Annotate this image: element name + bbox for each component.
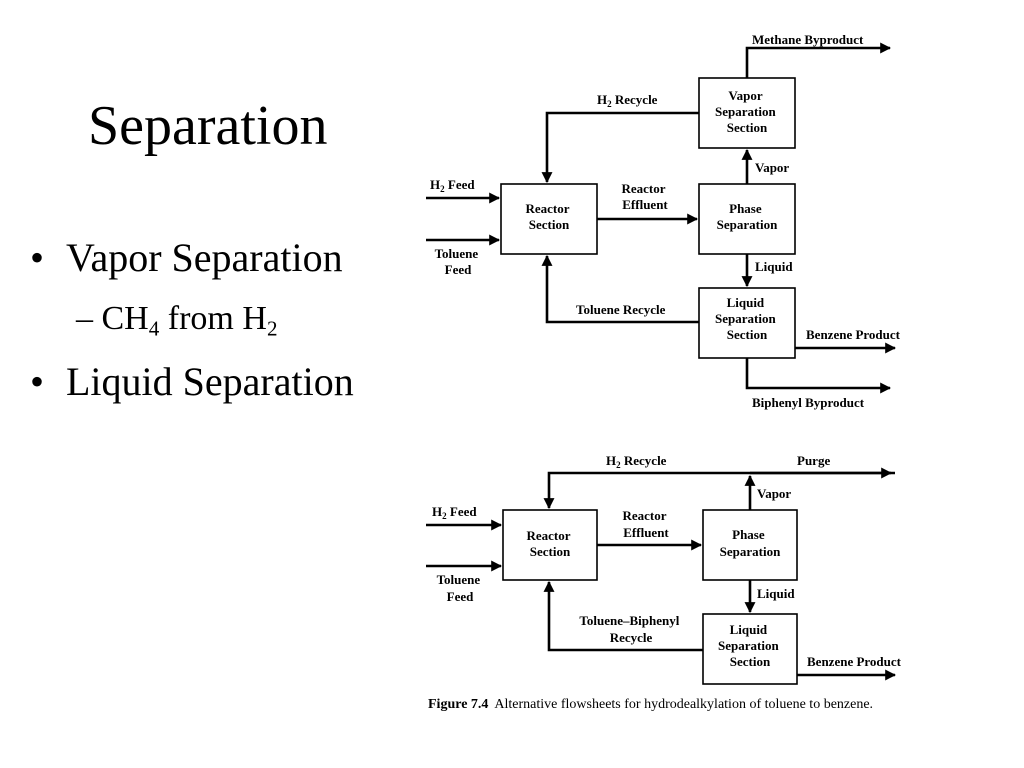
toluene-biphenyl-recycle-arrow — [543, 580, 703, 652]
phase-separation-label: Phase Separation — [720, 527, 781, 559]
figure-caption-label: Figure 7.4 — [428, 697, 488, 712]
phase-separation-box — [702, 509, 798, 581]
vapor-label: Vapor — [757, 486, 791, 501]
bullet-marker: • — [30, 235, 45, 280]
benzene-product-label: Benzene Product — [806, 327, 901, 342]
figure-caption: Figure 7.4 Alternative flowsheets for hyd… — [428, 697, 873, 712]
vapor-separation-label: Vapor Separation Section — [715, 88, 779, 135]
h2-feed-label: H2 Feed — [430, 177, 475, 194]
liquid-separation-box — [702, 613, 798, 685]
figure-caption-text: Alternative flowsheets for hydrodealkyla… — [494, 697, 873, 712]
sub-bullet-text-b: from H — [159, 300, 267, 337]
vapor-separation-box — [698, 77, 796, 149]
bullet-marker: • — [30, 359, 45, 404]
h2-recycle-label: H2 Recycle — [606, 453, 667, 470]
reactor-effluent-label: Reactor Effluent — [622, 508, 669, 540]
h2-recycle-arrow — [543, 471, 895, 510]
flowsheet-top: Methane Byproduct H2 Recycle Vapor Separ… — [426, 32, 901, 410]
reactor-section-label: Reactor Section — [525, 201, 572, 232]
h2-feed-label: H2 Feed — [432, 504, 477, 521]
liquid-label: Liquid — [757, 586, 795, 601]
reactor-effluent-label: Reactor Effluent — [621, 181, 668, 212]
methane-byproduct-arrow — [745, 42, 892, 78]
h2-recycle-label: H2 Recycle — [597, 92, 658, 109]
sub-bullet-ch4-from-h2: – CH4 from H2 — [76, 300, 278, 341]
purge-label: Purge — [797, 453, 830, 468]
flowsheet-bottom: H2 Recycle Purge Vapor H2 Feed Toluene F… — [426, 453, 902, 685]
biphenyl-byproduct-arrow — [745, 358, 892, 394]
liquid-separation-label: Liquid Separation Section — [718, 622, 782, 669]
toluene-recycle-arrow — [541, 254, 699, 324]
reactor-section-box — [500, 183, 598, 255]
reactor-section-label: Reactor Section — [526, 528, 573, 559]
toluene-feed-label: Toluene Feed — [435, 246, 482, 277]
toluene-recycle-label: Toluene Recycle — [576, 302, 666, 317]
h2-recycle-arrow — [541, 111, 699, 184]
sub-bullet-dash: – — [76, 300, 93, 337]
liquid-label: Liquid — [755, 259, 793, 274]
methane-byproduct-label: Methane Byproduct — [752, 32, 864, 47]
sub-bullet-text-a: CH — [101, 300, 149, 337]
bullet-label: Vapor Separation — [66, 235, 343, 280]
benzene-product-label: Benzene Product — [807, 654, 902, 669]
sub-bullet-subscript-a: 4 — [148, 316, 160, 341]
toluene-feed-label: Toluene Feed — [437, 572, 484, 604]
slide-title: Separation — [88, 95, 328, 157]
liquid-separation-label: Liquid Separation Section — [715, 295, 779, 342]
bullet-label: Liquid Separation — [66, 359, 354, 404]
vapor-label: Vapor — [755, 160, 789, 175]
biphenyl-byproduct-label: Biphenyl Byproduct — [752, 395, 865, 410]
toluene-biphenyl-recycle-label: Toluene–Biphenyl Recycle — [579, 613, 682, 645]
phase-separation-label: Phase Separation — [717, 201, 778, 232]
sub-bullet-subscript-b: 2 — [266, 316, 278, 341]
